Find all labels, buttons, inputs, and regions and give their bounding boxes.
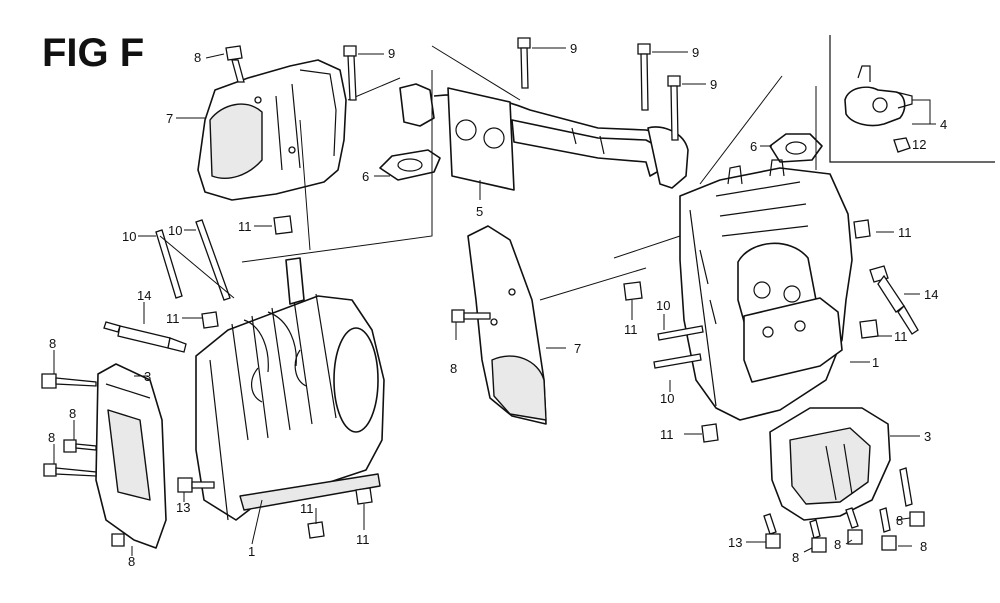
callout-8: 8 [69,406,76,421]
callout-9: 9 [570,41,577,56]
callout-11: 11 [894,329,908,344]
figure-title: FIG F [42,31,144,75]
cylinder-shroud-left [197,59,347,201]
callout-6: 6 [750,139,757,154]
callout-9: 9 [388,46,395,61]
fasteners [41,37,925,553]
leader-lines [53,47,920,556]
callout-3: 3 [924,429,931,444]
callout-14: 14 [137,288,151,303]
callout-10: 10 [122,229,136,244]
callout-5: 5 [476,204,483,219]
callout-8: 8 [48,430,55,445]
callout-8: 8 [194,50,201,65]
callouts: 8 9 7 9 9 9 4 12 6 5 6 11 10 10 11 14 8 … [48,41,947,569]
callout-4: 4 [940,117,947,132]
manifold-assembly [399,83,689,191]
callout-14: 14 [924,287,938,302]
gasket-left [379,149,441,181]
callout-10: 10 [168,223,182,238]
stud-left-1 [155,229,183,299]
spark-plug-right [869,265,919,335]
stud-right-1 [657,325,704,341]
stud-right-2 [653,353,702,369]
callout-13: 13 [728,535,742,550]
callout-8: 8 [896,513,903,528]
callout-11: 11 [238,219,252,234]
callout-7: 7 [574,341,581,356]
callout-8: 8 [450,361,457,376]
cylinder-shroud-center [467,225,547,425]
callout-9: 9 [692,45,699,60]
rocker-cover-left [95,363,167,549]
stud-left-2 [195,219,231,301]
callout-12: 12 [912,137,926,152]
cylinder-left [195,257,385,521]
cylinder-head-right [679,159,853,421]
callout-7: 7 [166,111,173,126]
callout-11: 11 [356,532,370,547]
rocker-cover-right [769,407,891,521]
callout-8: 8 [128,554,135,569]
callout-11: 11 [300,501,314,516]
callout-11: 11 [898,225,912,240]
seal-icon [893,137,911,153]
callout-11: 11 [166,311,180,326]
callout-3: 3 [144,369,151,384]
callout-9: 9 [710,77,717,92]
callout-6: 6 [362,169,369,184]
callout-8: 8 [792,550,799,565]
callout-11: 11 [624,322,638,337]
gasket-right [769,133,823,163]
callout-10: 10 [656,298,670,313]
callout-8: 8 [920,539,927,554]
callout-1: 1 [872,355,879,370]
spark-plug-left [103,321,187,353]
callout-13: 13 [176,500,190,515]
callout-11: 11 [660,427,674,442]
callout-1: 1 [248,544,255,559]
inset-part-4 [829,35,995,163]
callout-8: 8 [834,537,841,552]
callout-10: 10 [660,391,674,406]
callout-8: 8 [49,336,56,351]
